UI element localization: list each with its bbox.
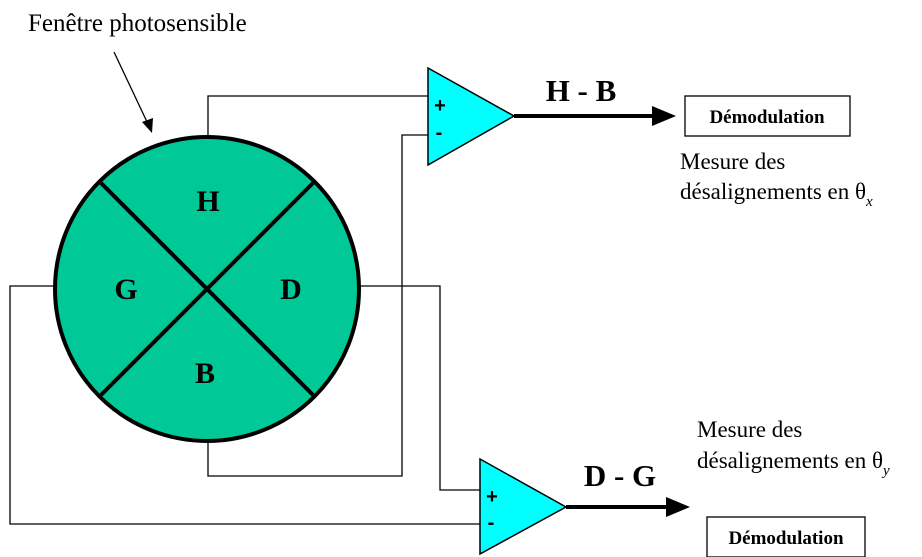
amplifier-bottom-plus: +: [486, 486, 498, 508]
amplifier-top: + -: [427, 66, 516, 167]
measure-bottom-subscript: y: [881, 463, 890, 479]
wire-g: [9, 285, 480, 525]
amplifier-top-plus: +: [434, 95, 446, 117]
wires: [9, 95, 480, 525]
wire-h: [207, 95, 428, 137]
demodulation-bottom-label: Démodulation: [728, 528, 844, 549]
amplifier-bottom-triangle: [479, 457, 568, 556]
measure-bottom-line2: désalignements en θy: [697, 448, 890, 479]
demodulation-box-bottom: Démodulation: [706, 516, 866, 557]
measure-top-line1: Mesure des: [680, 149, 785, 174]
quadrant-label-b: B: [195, 357, 215, 390]
quadrant-label-g: G: [114, 273, 137, 306]
amplifier-bottom: + -: [479, 457, 568, 556]
window-label: Fenêtre photosensible: [28, 10, 247, 37]
measure-top-text: désalignements en θ: [680, 179, 866, 204]
signal-label-dg: D - G: [584, 458, 656, 493]
demodulation-box-bottom-frame: [706, 516, 866, 557]
photosensitive-window: [53, 135, 361, 443]
measure-top-line2: désalignements en θx: [680, 179, 873, 210]
demodulation-box-top-frame: [684, 95, 851, 137]
quadrant-divider-2: [98, 180, 316, 398]
demodulation-box-top: Démodulation: [684, 95, 851, 137]
output-arrow-top-head: [652, 106, 676, 126]
quadrant-label-h: H: [196, 185, 219, 218]
demodulation-top-label: Démodulation: [709, 107, 825, 128]
wire-d: [359, 285, 480, 491]
measure-bottom-text: désalignements en θ: [697, 448, 883, 473]
window-pointer-arrowhead: [142, 118, 153, 133]
quadrant-label-d: D: [280, 273, 302, 306]
window-pointer-line: [113, 51, 149, 125]
amplifier-bottom-minus: -: [488, 512, 495, 534]
amplifier-top-minus: -: [436, 122, 443, 144]
amplifier-top-triangle: [427, 66, 516, 167]
wire-b: [207, 134, 428, 477]
measure-bottom-line1: Mesure des: [697, 417, 802, 442]
output-arrow-bottom-head: [666, 497, 690, 517]
signal-label-hb: H - B: [546, 73, 617, 108]
measure-top-subscript: x: [865, 194, 873, 210]
